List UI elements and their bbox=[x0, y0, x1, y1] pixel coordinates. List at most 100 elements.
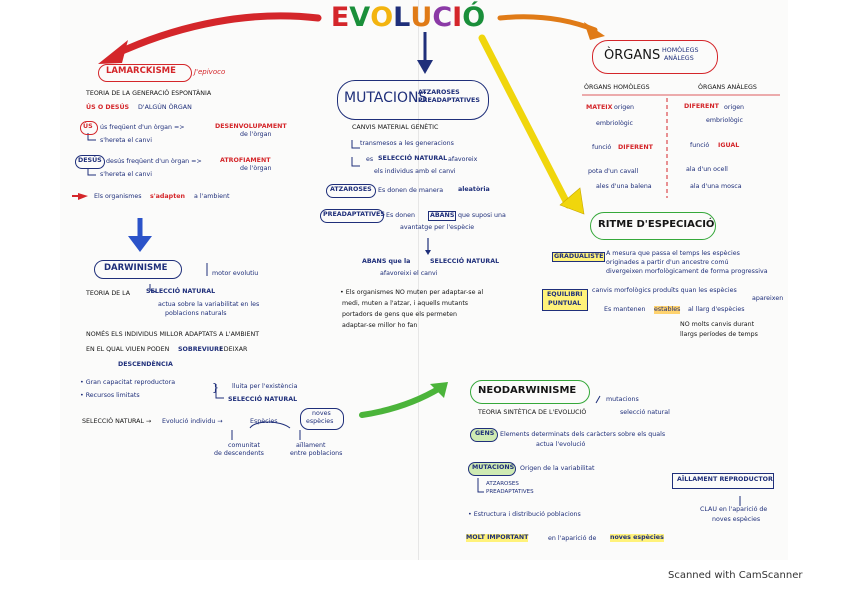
mutacions-box bbox=[337, 80, 489, 120]
arrow-head-lamarckisme bbox=[98, 40, 128, 64]
darwin-comunitat-1: comunitat bbox=[228, 442, 260, 449]
mut-para-2: medi, muten a l'atzar, i aquells mutants bbox=[342, 300, 469, 307]
grad-line-1: A mesura que passa el temps les espècies bbox=[606, 250, 740, 257]
grad-line-2: originades a partir d'un ancestre comú bbox=[606, 259, 729, 266]
lamarckisme-heading: LAMARCKISME bbox=[106, 66, 176, 76]
page-fold bbox=[418, 0, 419, 560]
arrow-to-neodarwinisme bbox=[359, 385, 443, 418]
desus-result-organ: de l'òrgan bbox=[240, 165, 272, 172]
pre-abans: ABANS bbox=[428, 211, 457, 221]
adapt-b: s'adapten bbox=[150, 193, 185, 200]
after-2: afavoreixi el canvi bbox=[380, 270, 438, 277]
darwin-bullet-2: • Recursos limitats bbox=[80, 392, 140, 399]
ritme-box bbox=[590, 212, 716, 240]
neo-bottom-b: en l'aparició de bbox=[548, 535, 597, 542]
darwin-noves-2: espècies bbox=[306, 418, 334, 425]
neo-mutacions-tag: MUTACIONS bbox=[472, 464, 515, 471]
eq-line-3: NO molts canvis durant bbox=[680, 321, 755, 328]
desus-tag: DESÚS bbox=[78, 157, 102, 164]
adapt-c: a l'ambient bbox=[194, 193, 230, 200]
mut-line-2: transmesos a les generacions bbox=[360, 140, 454, 147]
us-line: ús freqüent d'un òrgan => bbox=[100, 124, 185, 131]
darwin-aillament-1: aïllament bbox=[296, 442, 326, 449]
equilibri-tag-1: EQUILIBRI bbox=[547, 291, 583, 298]
organs-h-4: pota d'un cavall bbox=[588, 168, 639, 175]
organs-h-3b: DIFERENT bbox=[618, 144, 653, 151]
lamarck-line-generacio: TEORIA DE LA GENERACIÓ ESPONTÀNIA bbox=[86, 90, 212, 97]
mut-line-3b: SELECCIÓ NATURAL bbox=[378, 155, 448, 162]
equilibri-tag-box bbox=[542, 289, 588, 311]
atzaroses-word: aleatòria bbox=[458, 186, 490, 193]
eq-line-2b: estables bbox=[654, 306, 681, 314]
gradualiste-tag: GRADUALISTE bbox=[552, 252, 606, 262]
eq-line-2c: al llarg d'espècies bbox=[688, 306, 745, 313]
notebook-page bbox=[60, 0, 788, 560]
darwin-theory-a: TEORIA DE LA bbox=[86, 290, 131, 297]
darwin-only-2a: EN EL QUAL VIUEN PODEN bbox=[86, 346, 170, 353]
pre-text-3: avantatge per l'espècie bbox=[400, 224, 475, 231]
equilibri-tag-2: PUNTUAL bbox=[548, 300, 582, 307]
desus-line: desús freqüent d'un òrgan => bbox=[106, 158, 202, 165]
darwin-bullet-1: • Gran capacitat reproductora bbox=[80, 379, 176, 386]
arrow-to-lamarckisme bbox=[116, 12, 322, 56]
darwin-only-2b: SOBREVIURE bbox=[178, 346, 224, 353]
pre-text-2: que suposi una bbox=[458, 212, 506, 219]
gens-tag-oval bbox=[470, 428, 498, 442]
organs-a-4: ala d'un ocell bbox=[686, 166, 728, 173]
preadaptatives-tag-oval bbox=[320, 209, 384, 223]
darwin-lluita: lluita per l'existència bbox=[232, 383, 298, 390]
atzaroses-tag-oval bbox=[326, 184, 376, 198]
arrow-to-ritme bbox=[478, 34, 572, 209]
arrow-head-organs bbox=[584, 22, 605, 40]
neo-m-atzaroses: ATZAROSES bbox=[486, 481, 519, 487]
aillament-box bbox=[672, 473, 774, 489]
darwin-aillament-2: entre poblacions bbox=[290, 450, 343, 457]
mutacions-sub-1: ATZAROSES bbox=[418, 89, 460, 96]
atzaroses-tag: ATZAROSES bbox=[330, 186, 372, 193]
arrow-to-darwinisme bbox=[128, 236, 152, 252]
us-result: DESENVOLUPAMENT bbox=[215, 123, 287, 130]
neo-estructura: • Estructura i distribució poblacions bbox=[468, 511, 581, 518]
lamarckisme-author: J'epivoco bbox=[194, 68, 226, 76]
organs-col-homolegs: ÒRGANS HOMÒLEGS bbox=[584, 84, 650, 91]
gens-tag: GENS bbox=[475, 430, 495, 437]
title-letter: C bbox=[432, 2, 453, 33]
title-letters: EVOLUCIÓ bbox=[331, 2, 485, 33]
gens-line-1: Elements determinats dels caràcters sobr… bbox=[500, 431, 666, 438]
eq-line-1b: apareixen bbox=[752, 295, 784, 302]
darwin-theory-b: SELECCIÓ NATURAL bbox=[146, 288, 216, 295]
grad-line-3: divergeixen morfològicament de forma pro… bbox=[606, 268, 768, 275]
neo-bottom-c: noves espècies bbox=[610, 534, 664, 542]
lamarck-organ: D'ALGÚN ÒRGAN bbox=[138, 104, 192, 111]
darwin-brace: } bbox=[212, 381, 219, 394]
mut-line-4: els individus amb el canvi bbox=[374, 168, 456, 175]
mutacions-heading: MUTACIONS bbox=[344, 90, 428, 106]
neo-theory-a: TEORIA SINTÈTICA DE L'EVOLUCIÓ bbox=[478, 409, 587, 416]
us-inherit: s'hereta el canvi bbox=[100, 137, 152, 144]
neo-clau-1: CLAU en l'aparició de bbox=[700, 506, 768, 513]
us-tag: ÚS bbox=[83, 123, 93, 130]
organs-col-analegs: ÒRGANS ANÀLEGS bbox=[698, 84, 757, 91]
organs-a-3b: IGUAL bbox=[718, 142, 740, 149]
gens-line-2: actua l'evolució bbox=[536, 441, 586, 448]
organs-box bbox=[592, 40, 718, 74]
darwin-only-1: NOMÉS ELS INDIVIDUS MILLOR ADAPTATS A L'… bbox=[86, 331, 260, 338]
neo-mutacions-text: Origen de la variabilitat bbox=[520, 465, 595, 472]
darwin-chain-a: SELECCIÓ NATURAL → bbox=[82, 418, 152, 425]
lamarck-us-desus: ÚS O DESÚS bbox=[86, 104, 130, 111]
organs-h-1a: MATEIX bbox=[586, 104, 613, 111]
eq-line-4: llargs períodes de temps bbox=[680, 331, 758, 338]
darwin-motor: motor evolutiu bbox=[212, 270, 259, 277]
organs-a-5: ala d'una mosca bbox=[690, 183, 742, 190]
organs-heading: ÒRGANS bbox=[604, 48, 661, 63]
eq-line-1: canvis morfològics produïts quan les esp… bbox=[592, 287, 737, 294]
us-tag-oval bbox=[80, 121, 98, 135]
organs-a-1a: DIFERENT bbox=[684, 103, 719, 110]
darwin-only-3: DESCENDÈNCIA bbox=[118, 361, 173, 368]
title-letter: V bbox=[349, 2, 371, 33]
eq-line-2a: Es mantenen bbox=[604, 306, 646, 313]
darwin-noves-1: noves bbox=[312, 410, 331, 417]
mut-para-1: • Els organismes NO muten per adaptar-se… bbox=[340, 289, 484, 296]
darwin-comunitat-2: de descendents bbox=[214, 450, 264, 457]
